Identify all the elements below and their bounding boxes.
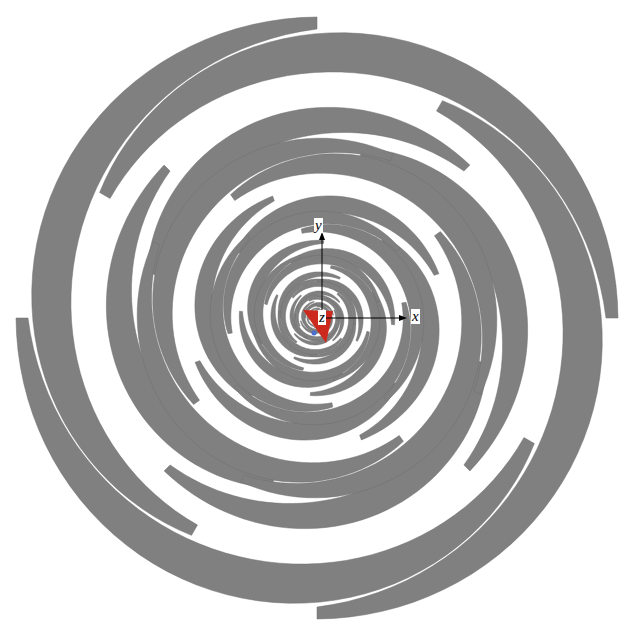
axis-label: x [411,309,420,324]
axis-label: y [314,218,323,233]
axis-label: z [318,310,326,325]
y-axis-line [322,238,323,318]
y-axis-head [319,232,325,240]
feed-dot [312,331,317,336]
antenna-arms [16,17,618,619]
x-axis-line [322,318,402,319]
feed-triangle [303,310,333,343]
x-axis-head [399,315,407,321]
antenna-arm [153,138,394,404]
